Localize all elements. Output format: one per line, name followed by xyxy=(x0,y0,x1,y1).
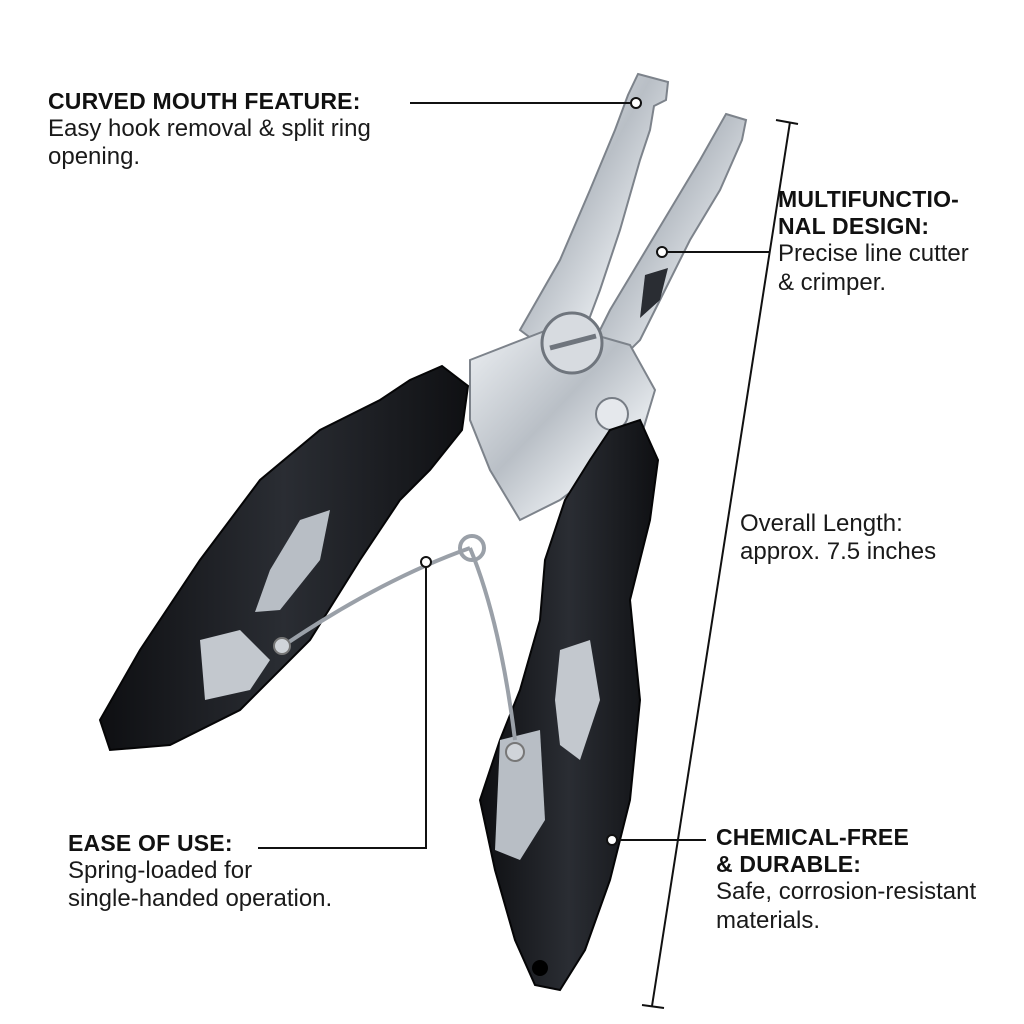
callout-body: Precise line cutter & crimper. xyxy=(778,240,969,296)
dot-curved-mouth xyxy=(630,97,642,109)
callout-title: EASE OF USE: xyxy=(68,830,233,856)
left-handle xyxy=(98,364,470,752)
callout-title: CHEMICAL-FREE & DURABLE: xyxy=(716,824,909,878)
length-dimension-line xyxy=(651,121,791,1007)
dot-multifunctional xyxy=(656,246,668,258)
leader-line-ease-of-use xyxy=(258,562,427,849)
callout-body: Safe, corrosion-resistant materials. xyxy=(716,878,977,934)
callout-title: CURVED MOUTH FEATURE: xyxy=(48,88,361,114)
spring xyxy=(273,534,525,762)
leader-lines xyxy=(258,102,799,1009)
dot-chemical-free xyxy=(606,834,618,846)
callout-curved-mouth: CURVED MOUTH FEATURE: Easy hook removal … xyxy=(48,88,428,172)
length-dimension-tick-bottom xyxy=(641,1004,665,1009)
callout-title: MULTIFUNCTIO- NAL DESIGN: xyxy=(778,186,960,240)
callout-body: Easy hook removal & split ring opening. xyxy=(48,115,371,171)
pliers-jaws xyxy=(469,72,748,522)
callout-ease-of-use: EASE OF USE: Spring-loaded for single-ha… xyxy=(68,830,408,914)
dot-ease-of-use xyxy=(420,556,432,568)
callout-length: Overall Length: approx. 7.5 inches xyxy=(740,510,1010,567)
leader-dots xyxy=(420,97,668,846)
callout-body: Overall Length: approx. 7.5 inches xyxy=(740,510,937,566)
callout-multifunctional: MULTIFUNCTIO- NAL DESIGN: Precise line c… xyxy=(778,186,1018,297)
length-dimension-tick-top xyxy=(775,119,799,125)
right-handle xyxy=(478,418,660,992)
callout-body: Spring-loaded for single-handed operatio… xyxy=(68,857,333,913)
callout-chemical-free: CHEMICAL-FREE & DURABLE: Safe, corrosion… xyxy=(716,824,1016,935)
